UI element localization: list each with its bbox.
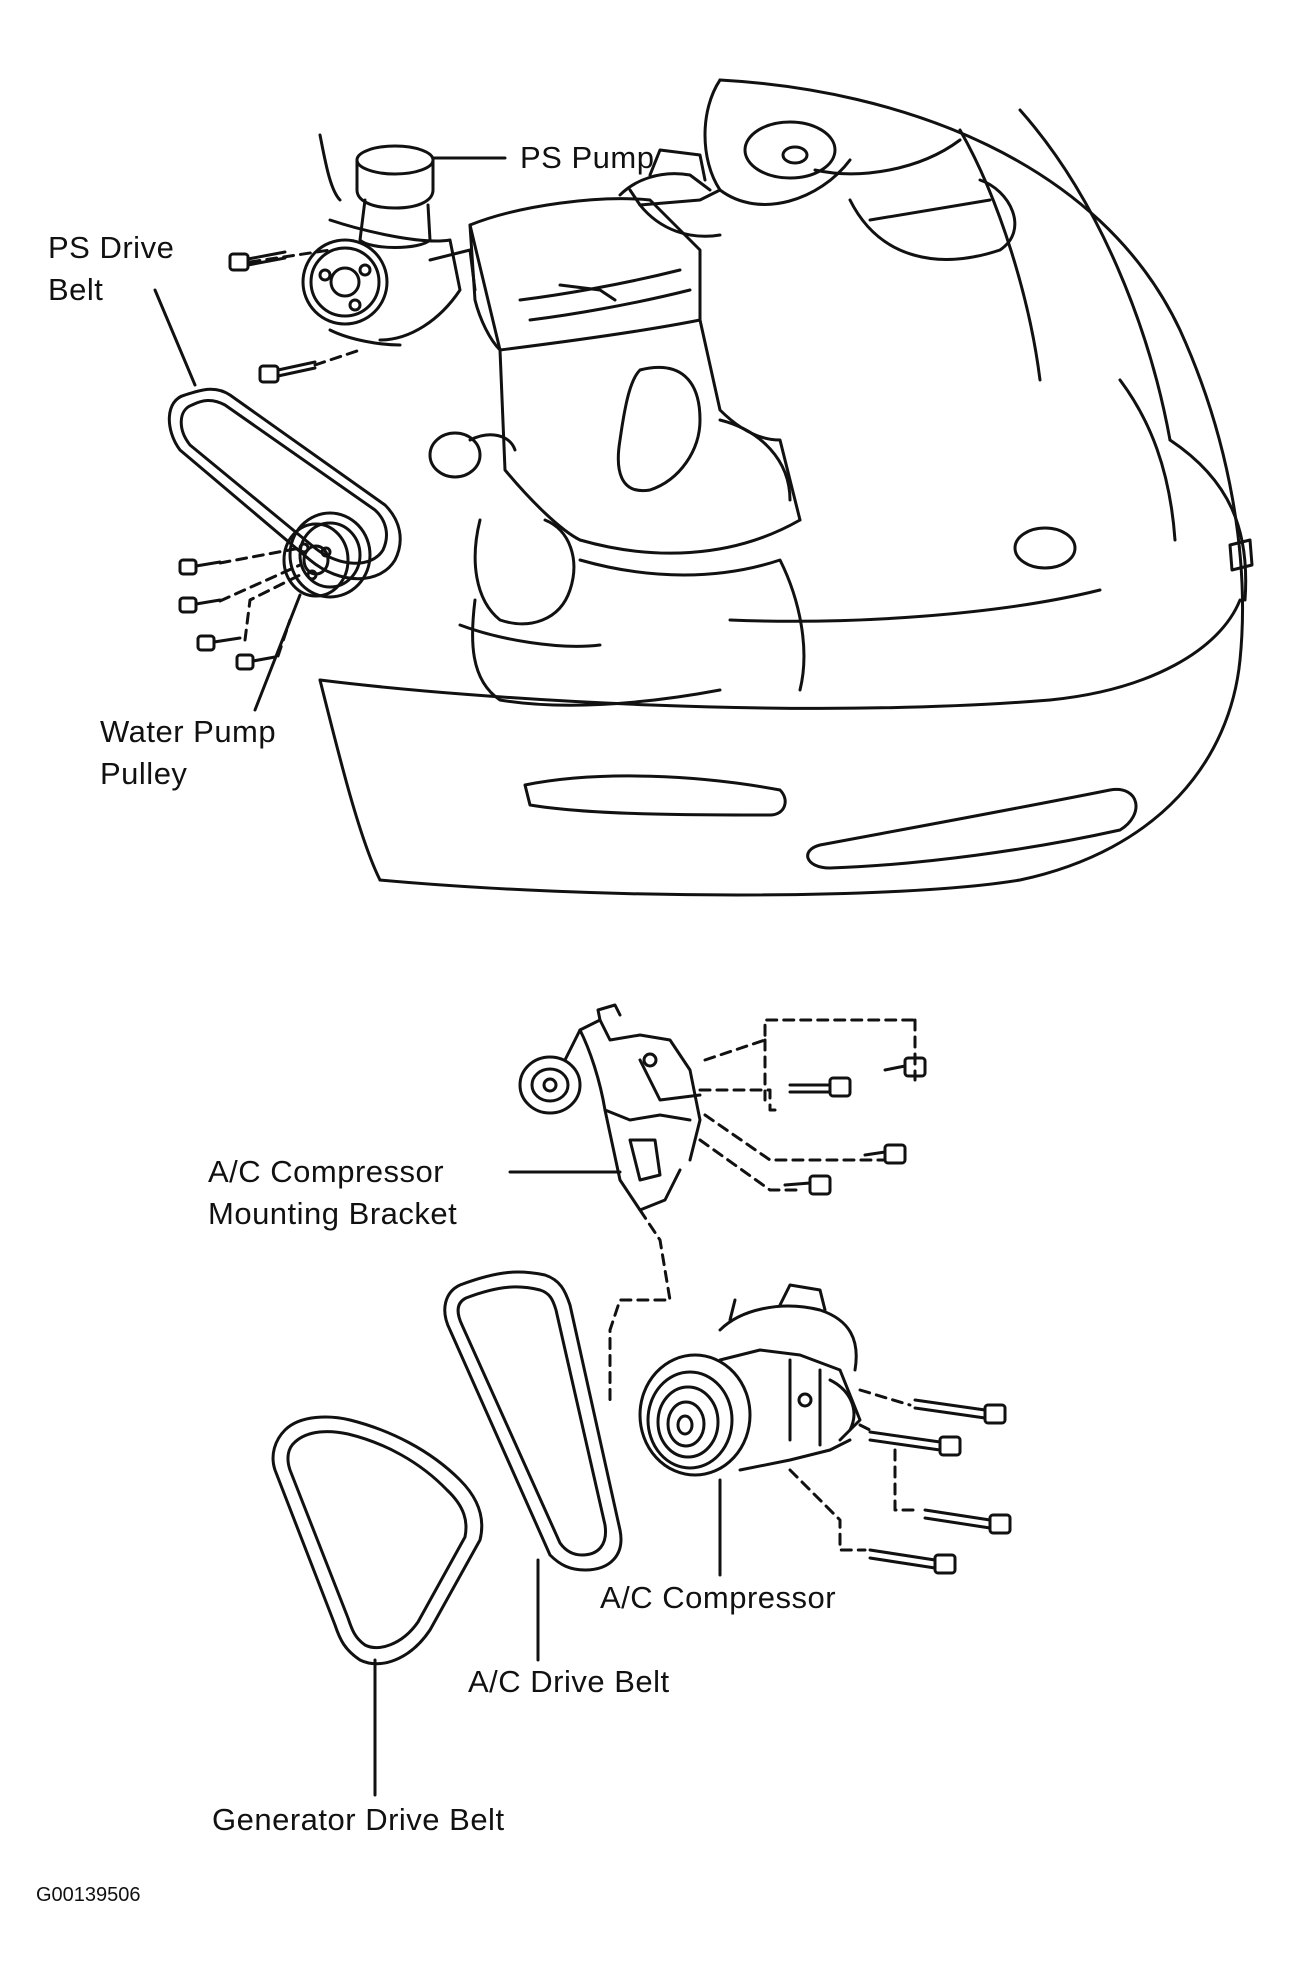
label-generator-drive-belt: Generator Drive Belt: [212, 1802, 505, 1837]
ps-pump-bolt-lower: [258, 348, 362, 384]
leader-ps-belt: [153, 288, 197, 387]
label-ps-drive-belt-line2: Belt: [48, 272, 104, 307]
ps-drive-belt: [167, 387, 402, 581]
label-ps-drive-belt-line1: PS Drive: [48, 230, 175, 265]
ac-mounting-bracket: [518, 1003, 702, 1212]
engine-block: [428, 148, 802, 555]
leader-water-pump: [253, 593, 302, 712]
ac-compressor: [638, 1283, 862, 1477]
figure-id: G00139506: [36, 1884, 141, 1906]
generator-drive-belt: [271, 1415, 484, 1666]
strut-tower: [703, 78, 1017, 261]
label-ps-pump: PS Pump: [520, 140, 655, 175]
fog-lamp: [1013, 526, 1077, 570]
bracket-to-compressor-link: [608, 1208, 672, 1402]
ac-bracket-bolts: [698, 1018, 927, 1196]
water-pump-bolts: [178, 546, 302, 671]
label-water-pump-pulley-line2: Pulley: [100, 756, 188, 791]
label-ac-bracket-line1: A/C Compressor: [208, 1154, 445, 1189]
ps-pump-bolt-upper: [228, 248, 332, 272]
engine-lower: [458, 518, 806, 707]
bumper-slot-right: [806, 788, 1138, 870]
ac-drive-belt: [443, 1270, 623, 1572]
ac-compressor-bolts: [788, 1388, 1012, 1575]
label-water-pump-pulley-line1: Water Pump: [100, 714, 277, 749]
ps-pump: [301, 133, 477, 347]
bumper-slot-left: [523, 774, 787, 817]
side-marker: [1228, 538, 1254, 572]
label-ac-compressor: A/C Compressor: [600, 1580, 837, 1615]
water-pump-pulley: [282, 511, 372, 599]
label-ac-drive-belt: A/C Drive Belt: [468, 1664, 670, 1699]
label-ac-bracket-line2: Mounting Bracket: [208, 1196, 458, 1231]
